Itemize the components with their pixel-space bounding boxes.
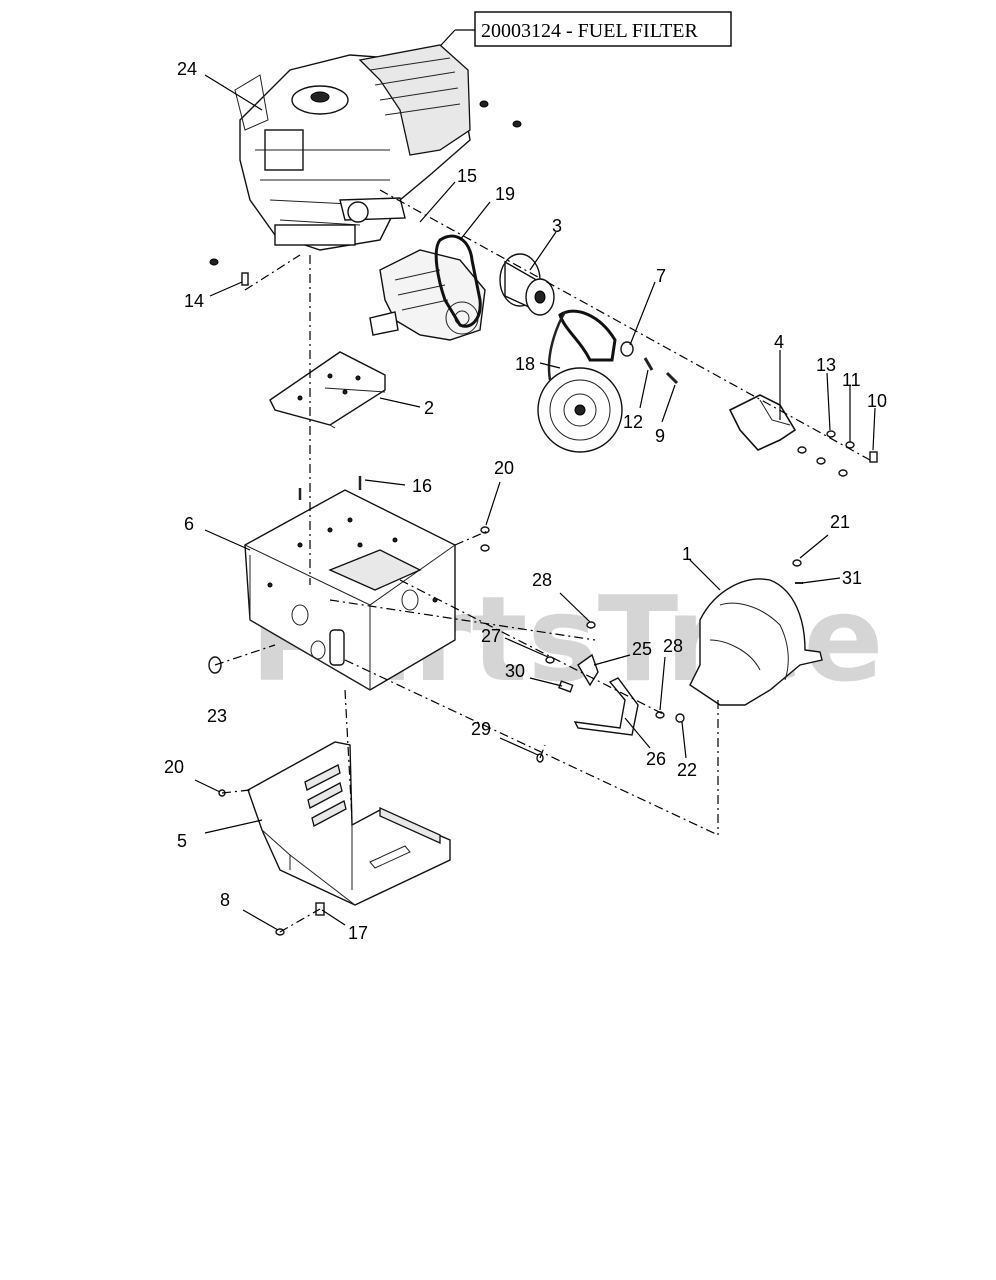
callout-18[interactable]: 18 [515, 354, 535, 374]
engine-fasteners [209, 100, 522, 286]
spacer-30[interactable] [558, 680, 574, 693]
plate-2[interactable] [269, 351, 386, 429]
leader-lines [194, 74, 876, 931]
callout-21[interactable]: 21 [830, 512, 850, 532]
callout-15[interactable]: 15 [457, 166, 477, 186]
callout-30[interactable]: 30 [505, 661, 525, 681]
callout-28-upper[interactable]: 28 [532, 570, 552, 590]
callout-12[interactable]: 12 [623, 412, 643, 432]
engine-24[interactable] [234, 44, 471, 251]
callout-9[interactable]: 9 [655, 426, 665, 446]
callout-20-bottom[interactable]: 20 [164, 757, 184, 777]
bracket-4[interactable] [728, 394, 797, 451]
belt-cover-1[interactable] [689, 578, 823, 706]
callout-13[interactable]: 13 [816, 355, 836, 375]
callout-20-top[interactable]: 20 [494, 458, 514, 478]
callout-24[interactable]: 24 [177, 59, 197, 79]
bottom-cover-5[interactable] [247, 741, 451, 906]
callout-labels: 24 15 19 3 7 14 18 12 9 4 13 11 10 2 16 … [164, 59, 887, 943]
callout-11[interactable]: 11 [842, 370, 861, 390]
callout-2[interactable]: 2 [424, 398, 434, 418]
clip-25[interactable] [577, 653, 599, 687]
callout-3[interactable]: 3 [552, 216, 562, 236]
callout-8[interactable]: 8 [220, 890, 230, 910]
callout-23[interactable]: 23 [207, 706, 227, 726]
assembly-lines [214, 189, 871, 933]
hardware-21-31[interactable] [792, 559, 803, 584]
nut-27[interactable] [545, 656, 555, 664]
callout-22[interactable]: 22 [677, 760, 697, 780]
callout-19[interactable]: 19 [495, 184, 515, 204]
callout-31[interactable]: 31 [842, 568, 862, 588]
frame-6[interactable] [244, 489, 456, 691]
callout-10[interactable]: 10 [867, 391, 887, 411]
pulley-3[interactable] [499, 253, 555, 316]
note-text: 20003124 - FUEL FILTER [481, 20, 699, 42]
belt-19[interactable] [434, 234, 482, 328]
screw-22[interactable] [675, 713, 685, 723]
pulley-18[interactable] [537, 309, 623, 453]
note-box [474, 11, 732, 47]
bolt-12[interactable] [643, 357, 654, 371]
callout-29[interactable]: 29 [471, 719, 491, 739]
callout-14[interactable]: 14 [184, 291, 204, 311]
callout-25[interactable]: 25 [632, 639, 652, 659]
callout-1[interactable]: 1 [682, 544, 692, 564]
callout-16[interactable]: 16 [412, 476, 432, 496]
callout-6[interactable]: 6 [184, 514, 194, 534]
callout-4[interactable]: 4 [774, 332, 784, 352]
callout-28-lower[interactable]: 28 [663, 636, 683, 656]
callout-5[interactable]: 5 [177, 831, 187, 851]
callout-27[interactable]: 27 [481, 626, 501, 646]
hardware-13-11-10[interactable] [797, 430, 878, 477]
pin-9[interactable] [665, 371, 679, 385]
bracket-26[interactable] [573, 677, 639, 736]
gearbox [369, 249, 486, 341]
callout-17[interactable]: 17 [348, 923, 368, 943]
nut-28a[interactable] [586, 621, 596, 629]
callout-26[interactable]: 26 [646, 749, 666, 769]
washer-7[interactable] [620, 341, 634, 357]
callout-7[interactable]: 7 [656, 266, 666, 286]
